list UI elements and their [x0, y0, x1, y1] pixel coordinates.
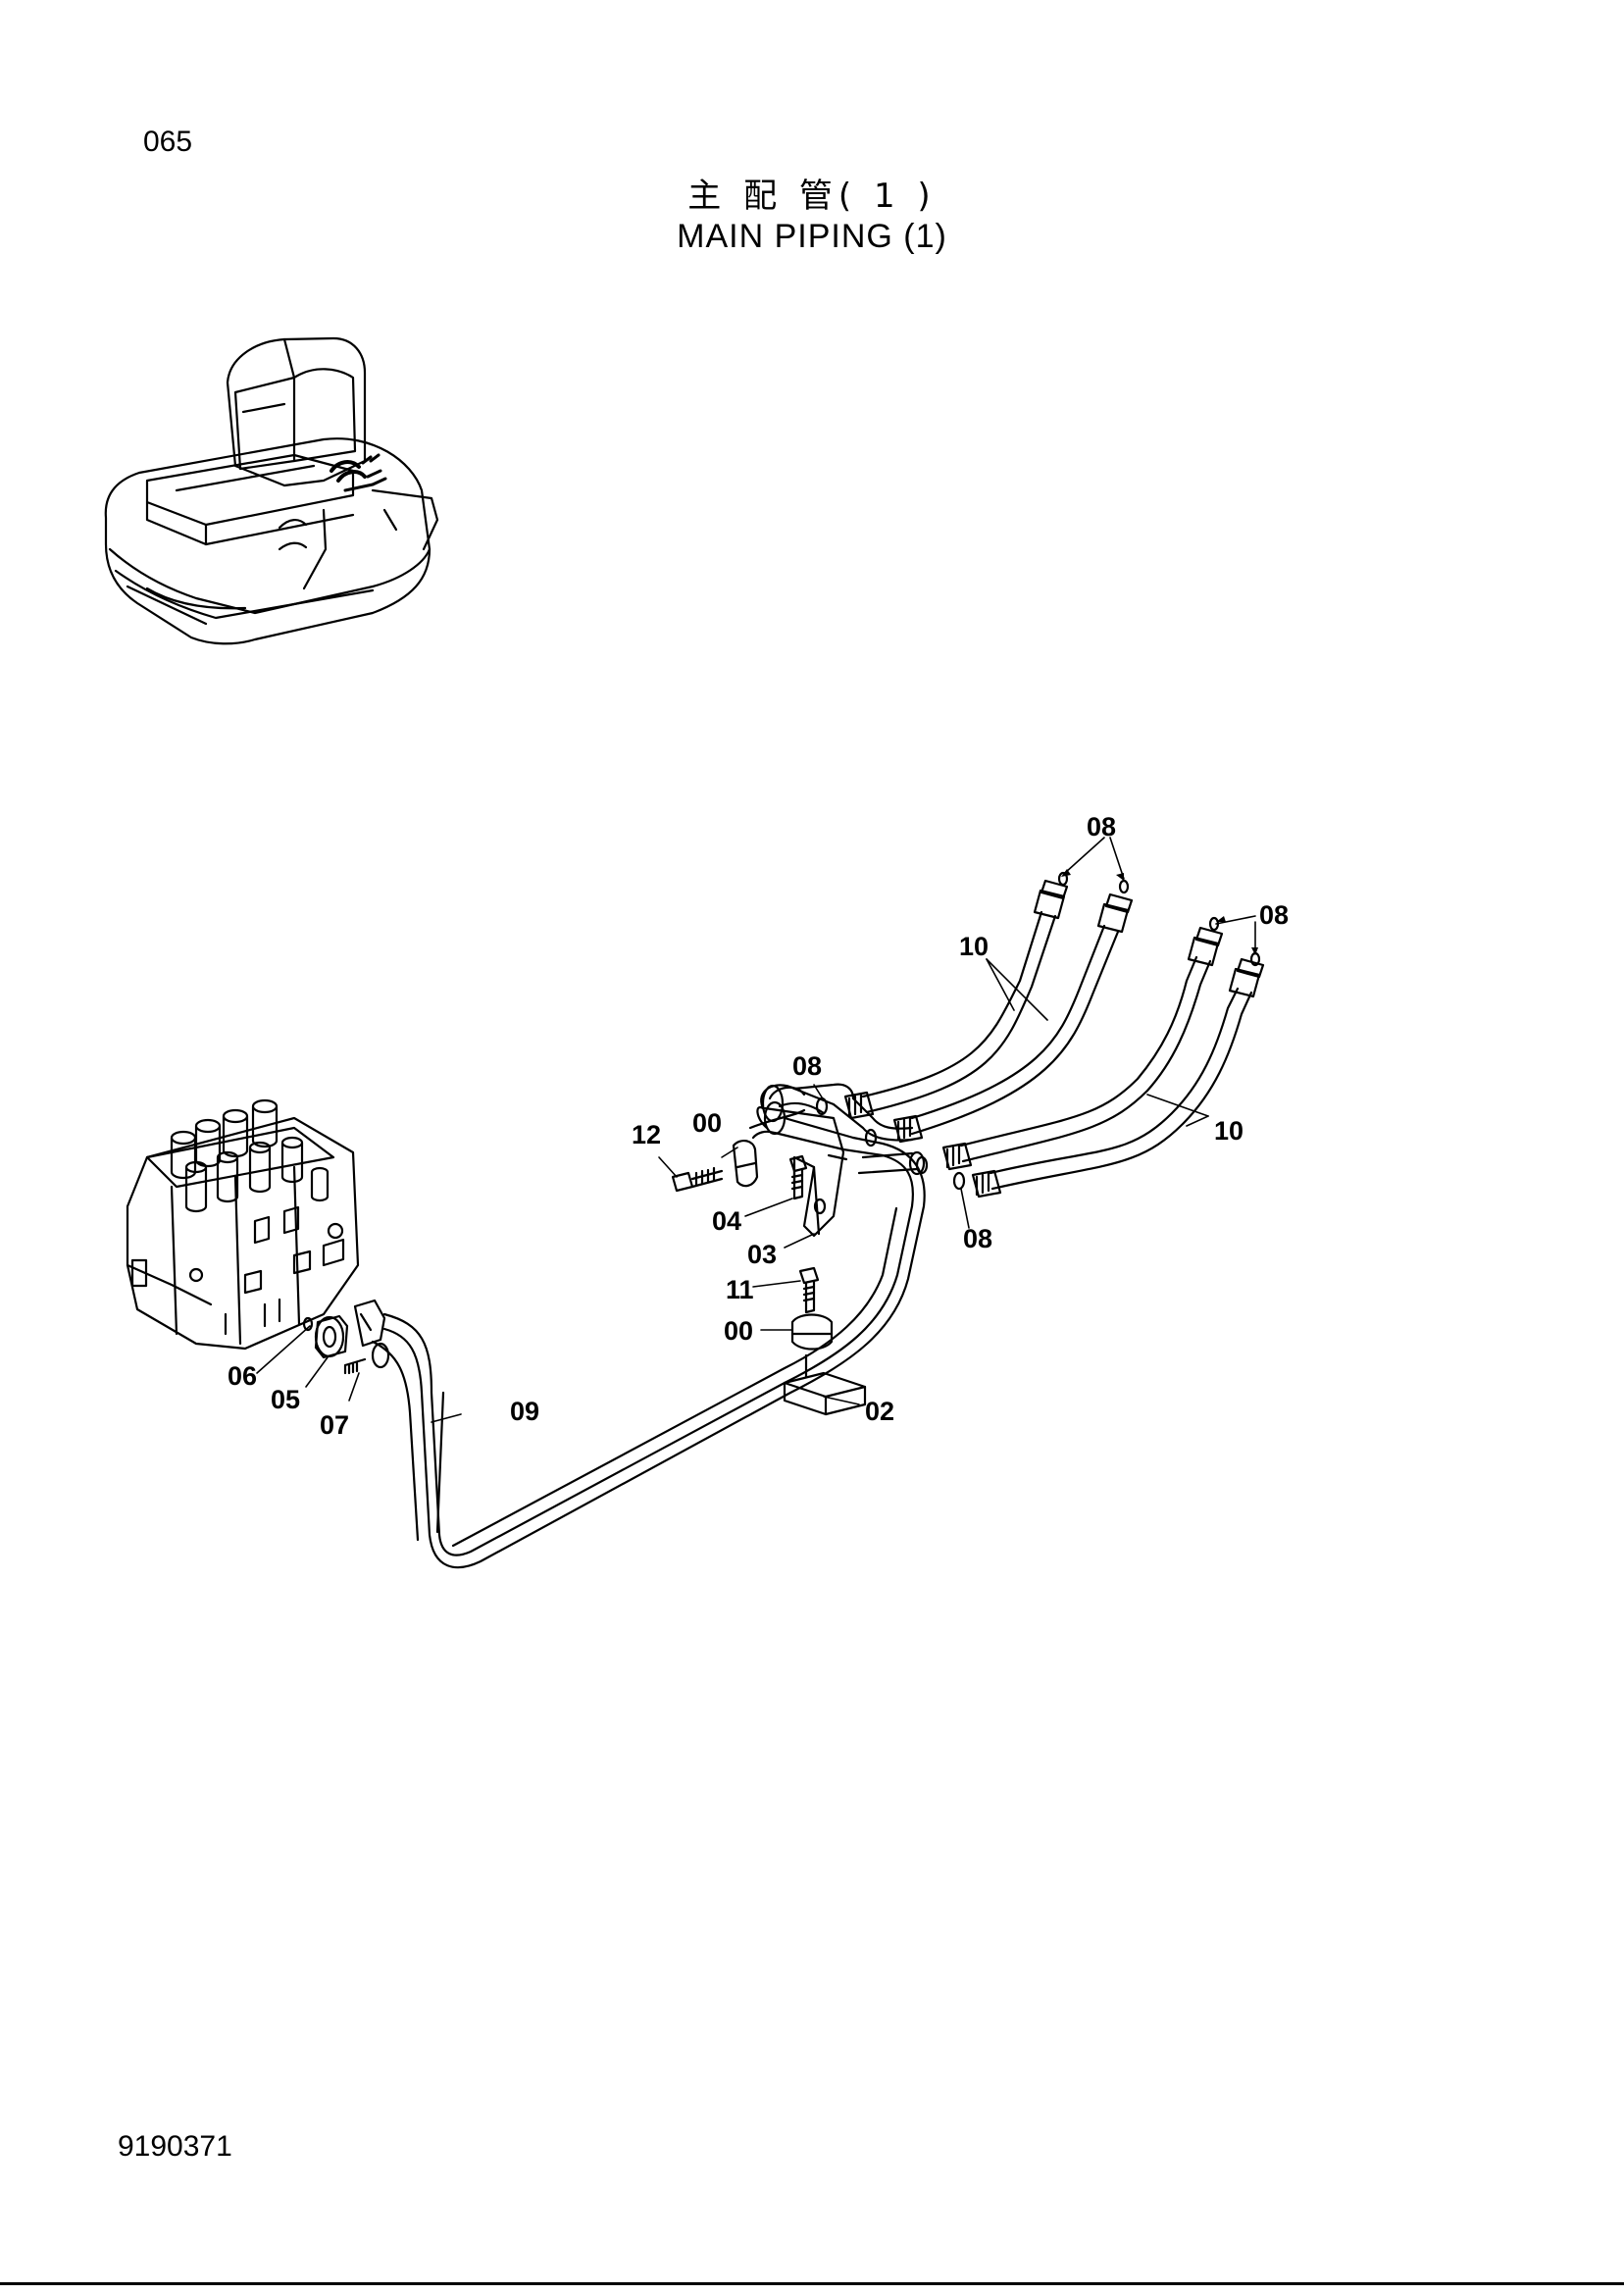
hose-10-c — [941, 926, 1224, 1171]
leader-lines — [256, 837, 1256, 1423]
clamp-00-lower — [790, 1313, 834, 1351]
callout-09: 09 — [510, 1397, 539, 1426]
bracket-03 — [763, 1086, 848, 1238]
callout-08-top: 08 — [1087, 812, 1116, 842]
callout-10-lower: 10 — [1214, 1116, 1243, 1146]
footer-rule — [0, 2282, 1624, 2285]
block-02 — [783, 1353, 867, 1416]
page-title-english: MAIN PIPING (1) — [677, 218, 947, 255]
hose-10-b — [892, 892, 1134, 1144]
callout-12: 12 — [632, 1120, 661, 1149]
callout-07: 07 — [320, 1410, 349, 1440]
page-title-chinese: 主 配 管( 1 ) — [687, 177, 937, 216]
clamp-00-upper — [732, 1140, 759, 1188]
callout-00-lower: 00 — [724, 1316, 753, 1346]
callout-06: 06 — [228, 1361, 257, 1391]
steel-pipe-09 — [371, 1101, 926, 1569]
page-number: 065 — [143, 126, 193, 158]
hose-10-a — [843, 879, 1069, 1120]
excavator-locator-illustration — [104, 336, 439, 645]
flange-fittings — [302, 1299, 390, 1375]
callout-04: 04 — [712, 1206, 741, 1236]
bolt-12 — [671, 1166, 724, 1193]
bolt-04 — [788, 1154, 808, 1200]
callout-labels: 08 08 10 10 08 12 00 04 03 08 11 00 02 0… — [228, 812, 1289, 1440]
callout-11: 11 — [726, 1275, 754, 1304]
callout-02: 02 — [865, 1397, 894, 1426]
callout-10-upper: 10 — [959, 932, 989, 961]
callout-08-right: 08 — [1259, 900, 1289, 930]
arrowheads — [1061, 869, 1258, 955]
callout-05: 05 — [271, 1385, 300, 1414]
callout-08-mid: 08 — [792, 1051, 822, 1081]
hose-10-d — [971, 957, 1265, 1198]
callout-08-low: 08 — [963, 1224, 992, 1253]
control-valve-illustration — [126, 1098, 360, 1351]
callout-03: 03 — [747, 1240, 777, 1269]
callout-00-upper: 00 — [692, 1108, 722, 1138]
document-number: 9190371 — [118, 2130, 232, 2163]
bolt-11 — [798, 1266, 820, 1314]
